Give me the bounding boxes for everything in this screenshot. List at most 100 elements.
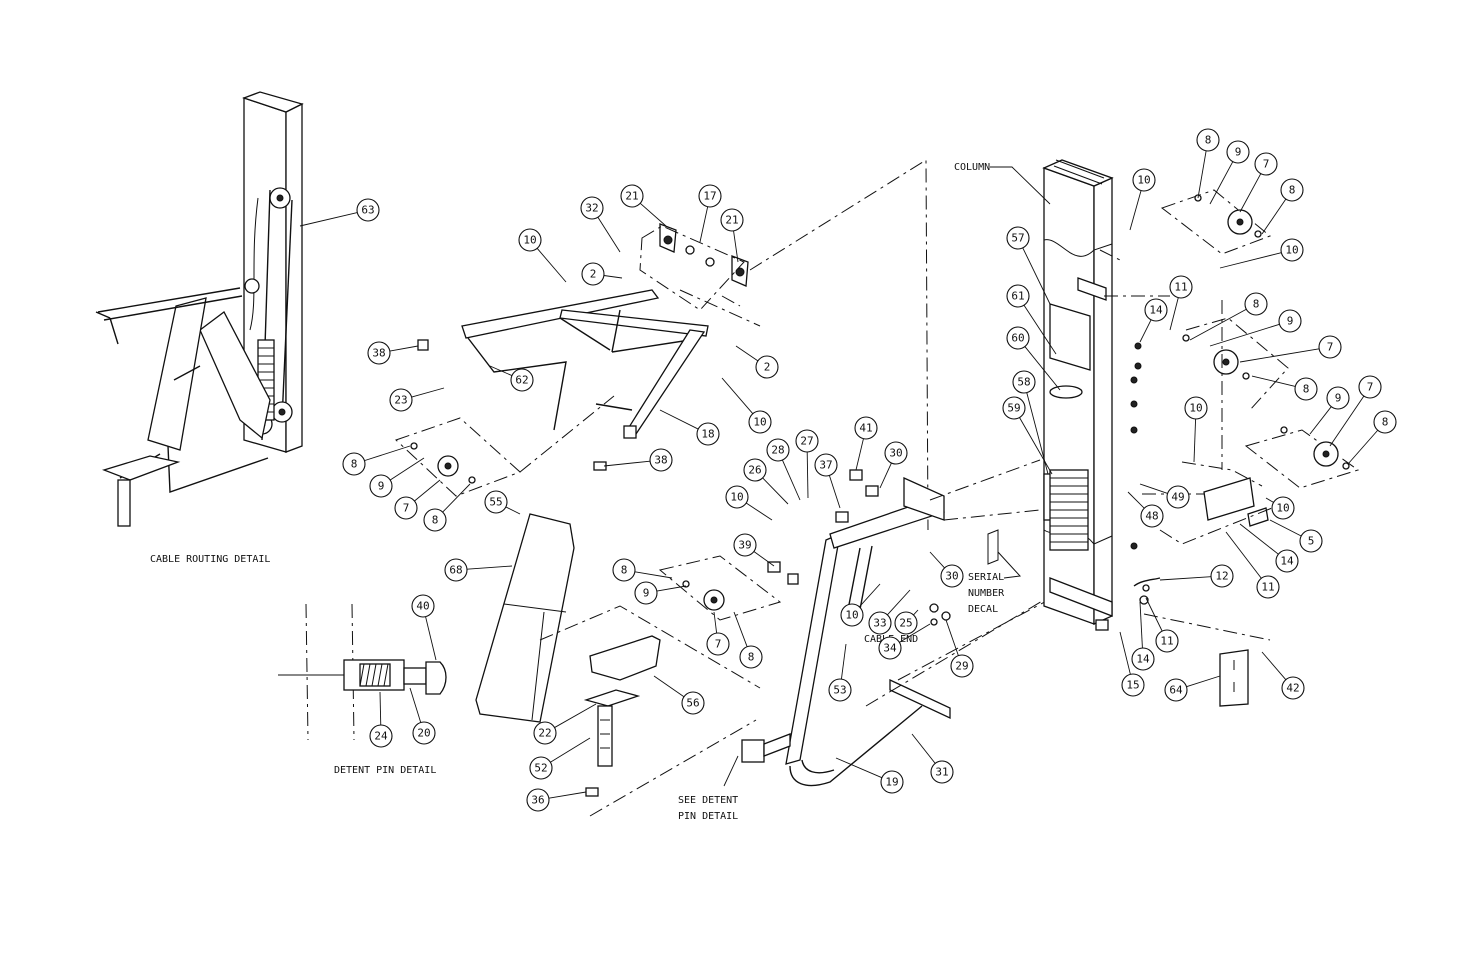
callout-number: 27 [800, 435, 813, 448]
callout-number: 8 [748, 651, 755, 664]
callout-number: 7 [1367, 381, 1374, 394]
callout-34: 34 [878, 623, 931, 660]
callout-number: 40 [416, 600, 429, 613]
callout-14: 14 [1239, 523, 1299, 573]
callout-56: 56 [653, 675, 705, 715]
callout-52: 52 [529, 737, 591, 780]
callout-9: 9 [1209, 309, 1302, 347]
callout-number: 24 [374, 730, 388, 743]
callout-18: 18 [659, 409, 720, 446]
callout-42: 42 [1261, 651, 1305, 700]
callout-37: 37 [814, 453, 841, 509]
callout-8: 8 [1261, 178, 1304, 235]
callout-29: 29 [945, 619, 974, 678]
callout-number: 60 [1011, 332, 1024, 345]
callout-number: 10 [1276, 502, 1289, 515]
callout-number: 49 [1171, 491, 1184, 504]
callout-number: 7 [403, 502, 410, 515]
callout-15: 15 [1119, 631, 1145, 697]
callout-number: 11 [1160, 635, 1173, 648]
callout-41: 41 [854, 416, 878, 471]
callout-number: 10 [845, 609, 858, 622]
callout-8: 8 [423, 483, 471, 532]
callout-number: 8 [1289, 184, 1296, 197]
callout-number: 56 [686, 697, 699, 710]
callout-number: 30 [889, 447, 902, 460]
callout-number: 38 [372, 347, 385, 360]
callout-number: 7 [715, 638, 722, 651]
callout-17: 17 [698, 184, 722, 243]
callout-26: 26 [743, 458, 789, 505]
callout-number: 10 [523, 234, 536, 247]
callout-32: 32 [580, 196, 621, 253]
callout-number: 8 [1253, 298, 1260, 311]
callout-number: 30 [945, 570, 958, 583]
callout-7: 7 [706, 611, 730, 656]
callout-number: 8 [1382, 416, 1389, 429]
callout-number: 11 [1174, 281, 1187, 294]
callout-number: 20 [417, 727, 430, 740]
callout-number: 29 [955, 660, 968, 673]
callout-38: 38 [603, 448, 673, 472]
callout-21: 21 [720, 208, 744, 263]
callout-number: 14 [1280, 555, 1294, 568]
callout-number: 9 [378, 480, 385, 493]
callout-number: 25 [899, 617, 912, 630]
callout-number: 26 [748, 464, 761, 477]
callout-number: 7 [1263, 158, 1270, 171]
callout-11: 11 [1225, 531, 1280, 599]
callout-7: 7 [1329, 375, 1382, 447]
callout-number: 8 [1303, 383, 1310, 396]
callout-10: 10 [840, 583, 881, 627]
callout-number: 11 [1261, 581, 1274, 594]
callout-7: 7 [1239, 335, 1342, 363]
callout-25: 25 [894, 609, 919, 635]
callout-49: 49 [1139, 483, 1190, 509]
callout-7: 7 [1239, 152, 1278, 213]
callout-60: 60 [1006, 326, 1061, 391]
callout-number: 12 [1215, 570, 1228, 583]
cable-routing-caption: CABLE ROUTING DETAIL [150, 554, 270, 565]
callout-number: 21 [725, 214, 738, 227]
callout-number: 58 [1017, 376, 1030, 389]
callout-number: 9 [1235, 146, 1242, 159]
callout-number: 8 [621, 564, 628, 577]
callout-number: 22 [538, 727, 551, 740]
callout-9: 9 [369, 457, 425, 498]
callout-27: 27 [795, 429, 819, 499]
callout-number: 10 [1285, 244, 1298, 257]
callout-number: 57 [1011, 232, 1024, 245]
callout-28: 28 [766, 438, 801, 501]
callout-2: 2 [735, 345, 779, 379]
callout-39: 39 [733, 533, 775, 567]
callout-number: 10 [1189, 402, 1202, 415]
serial-caption-3: DECAL [968, 604, 998, 615]
callout-10: 10 [518, 228, 567, 283]
callout-number: 63 [361, 204, 374, 217]
serial-caption-2: NUMBER [968, 588, 1005, 599]
callout-55: 55 [484, 490, 521, 515]
callout-number: 55 [489, 496, 502, 509]
callout-23: 23 [389, 387, 445, 412]
callout-number: 2 [764, 361, 771, 374]
callout-10: 10 [1184, 396, 1208, 463]
see-detent-caption-1: SEE DETENT [678, 795, 738, 806]
callout-number: 64 [1169, 684, 1183, 697]
callout-number: 21 [625, 190, 638, 203]
callout-number: 14 [1149, 304, 1163, 317]
callout-62: 62 [489, 365, 534, 392]
cable-routing-detail: CABLE ROUTING DETAIL [95, 91, 304, 565]
see-detent-caption-2: PIN DETAIL [678, 811, 738, 822]
arm-assembly [417, 159, 929, 531]
callout-59: 59 [1002, 396, 1053, 475]
detent-pin-caption: DETENT PIN DETAIL [334, 765, 436, 776]
callout-number: 8 [1205, 134, 1212, 147]
callout-number: 28 [771, 444, 784, 457]
callout-64: 64 [1164, 675, 1221, 702]
callout-8: 8 [1347, 410, 1397, 465]
callout-number: 9 [1335, 392, 1342, 405]
callout-number: 36 [531, 794, 544, 807]
callout-number: 62 [515, 374, 528, 387]
callout-number: 10 [1137, 174, 1150, 187]
